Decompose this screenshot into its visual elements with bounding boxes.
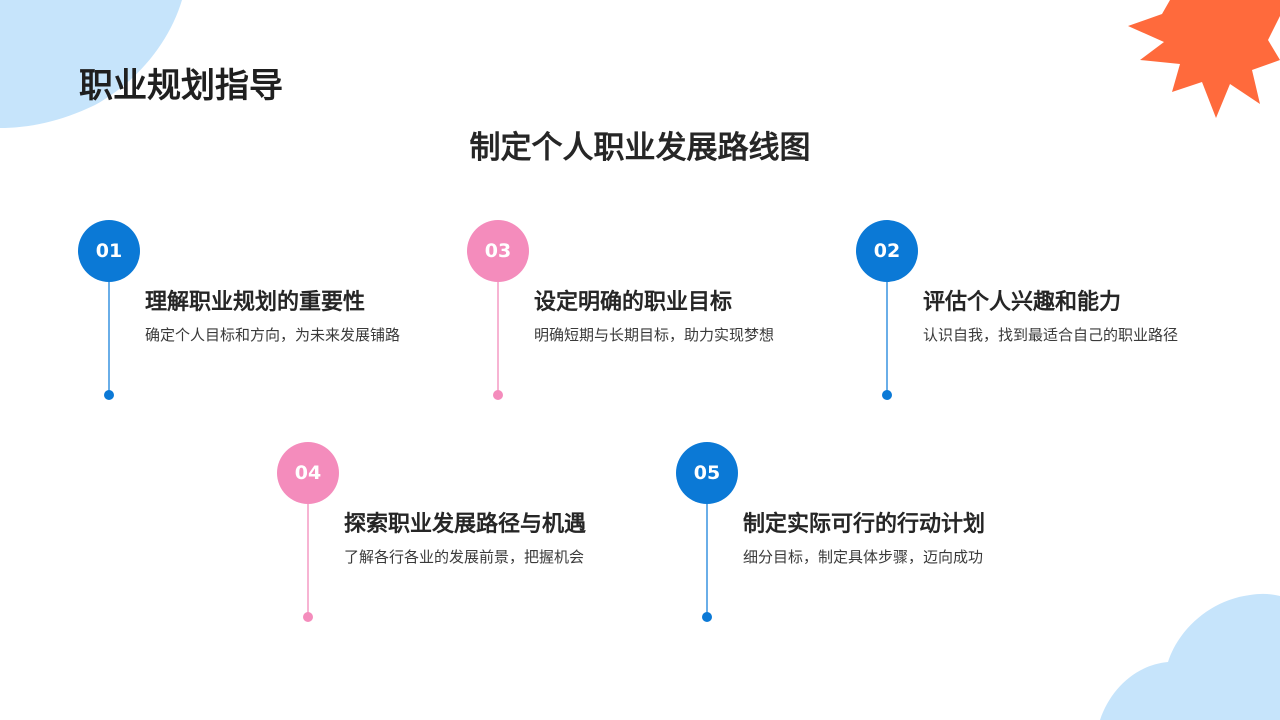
timeline-line <box>886 282 888 392</box>
step-card: 03 设定明确的职业目标 明确短期与长期目标，助力实现梦想 <box>467 220 787 400</box>
step-description: 了解各行各业的发展前景，把握机会 <box>344 548 585 566</box>
timeline-dot <box>104 390 114 400</box>
step-description: 确定个人目标和方向，为未来发展铺路 <box>145 326 401 344</box>
step-card: 04 探索职业发展路径与机遇 了解各行各业的发展前景，把握机会 <box>277 442 597 622</box>
step-number: 03 <box>484 240 512 262</box>
timeline-dot <box>702 612 712 622</box>
step-card: 01 理解职业规划的重要性 确定个人目标和方向，为未来发展铺路 <box>78 220 400 400</box>
step-card: 05 制定实际可行的行动计划 细分目标，制定具体步骤，迈向成功 <box>676 442 996 622</box>
step-number: 05 <box>693 462 721 484</box>
step-card: 02 评估个人兴趣和能力 认识自我，找到最适合自己的职业路径 <box>856 220 1178 400</box>
timeline-dot <box>493 390 503 400</box>
top-right-starburst-decoration <box>1120 0 1280 120</box>
page-subtitle: 制定个人职业发展路线图 <box>469 130 811 166</box>
step-number-badge: 02 <box>856 220 918 282</box>
step-heading: 评估个人兴趣和能力 <box>923 290 1122 315</box>
step-heading: 设定明确的职业目标 <box>534 290 733 315</box>
timeline-dot <box>882 390 892 400</box>
step-description: 认识自我，找到最适合自己的职业路径 <box>923 326 1179 344</box>
timeline-line <box>307 504 309 614</box>
step-number-badge: 01 <box>78 220 140 282</box>
step-heading: 探索职业发展路径与机遇 <box>344 512 587 537</box>
step-number: 04 <box>294 462 322 484</box>
step-number: 02 <box>873 240 901 262</box>
top-left-blob-decoration <box>0 0 200 130</box>
step-heading: 理解职业规划的重要性 <box>145 290 366 315</box>
step-description: 明确短期与长期目标，助力实现梦想 <box>534 326 775 344</box>
step-description: 细分目标，制定具体步骤，迈向成功 <box>743 548 984 566</box>
step-number-badge: 04 <box>277 442 339 504</box>
timeline-dot <box>303 612 313 622</box>
page-title: 职业规划指导 <box>79 66 283 106</box>
step-number-badge: 05 <box>676 442 738 504</box>
step-number-badge: 03 <box>467 220 529 282</box>
timeline-line <box>108 282 110 392</box>
timeline-line <box>706 504 708 614</box>
step-heading: 制定实际可行的行动计划 <box>743 512 986 537</box>
timeline-line <box>497 282 499 392</box>
step-number: 01 <box>95 240 123 262</box>
bottom-right-cloud-decoration <box>1090 590 1280 720</box>
